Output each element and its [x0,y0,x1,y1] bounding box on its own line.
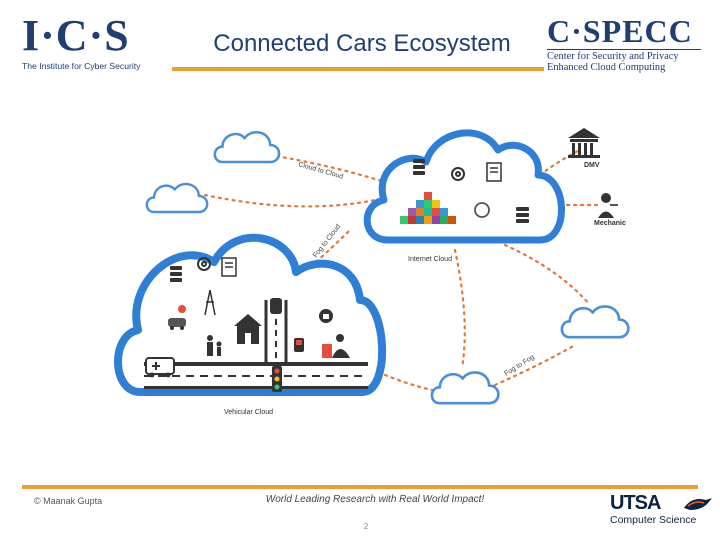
small-cloud-top-left [213,130,281,164]
link-vehicular-to-fog [383,373,434,392]
house-icon [234,314,262,344]
link-dmv [538,148,582,177]
parking-car-icon [168,305,186,330]
fuel-icon [294,338,304,352]
mechanic-label: Mechanic [594,220,626,227]
database-icon [516,207,529,223]
internet-cloud [363,129,565,244]
copyright-text: © Maanak Gupta [34,496,103,506]
dmv-icon [568,128,600,158]
cspecc-logo-mark: C·SPECC [547,13,693,49]
database-icon [170,266,182,282]
apps-icon [400,192,456,224]
gear-icon [451,167,465,181]
link-fog-to-fog [493,343,577,387]
document-icon [221,257,237,277]
small-cloud-right [560,305,630,339]
page-title: Connected Cars Ecosystem [213,30,511,57]
mechanic-icon [598,193,618,218]
cspecc-line2: Enhanced Cloud Computing [547,62,666,73]
page-number: 2 [363,522,369,531]
vehicular-cloud-label: Vehicular Cloud [224,409,273,416]
family-icon [207,335,222,356]
traffic-light-icon [272,366,282,392]
link-internet-to-fog [453,248,466,370]
construction-worker-icon [322,334,350,358]
ics-logo: I·C·S The Institute for Cyber Security [22,12,142,80]
link-cloud-to-cloud [268,153,387,184]
gear-icon [197,257,211,271]
fog-to-fog-label: Fog to Fog [503,354,536,378]
footer-rule [22,485,698,489]
car-top-icon [270,298,282,314]
vehicular-cloud [114,233,387,396]
signal-tower-icon [204,289,216,316]
ics-logo-subtitle: The Institute for Cyber Security [22,61,141,71]
lock-icon [319,309,333,323]
cspecc-line1: Center for Security and Privacy [547,51,679,62]
small-cloud-left [145,182,209,214]
utsa-logo-subtitle: Computer Science [610,514,697,526]
link-left-cloud [203,193,377,208]
small-cloud-bottom [430,371,500,405]
ambulance-icon [145,357,175,378]
title-underline [172,67,544,71]
utsa-logo: UTSA Computer Science [610,492,712,532]
document-icon [486,162,502,182]
sync-icon [474,202,490,218]
utsa-logo-mark: UTSA [610,492,661,514]
server-icon [413,159,425,175]
internet-cloud-label: Internet Cloud [408,256,452,263]
tagline: World Leading Research with Real World I… [265,494,485,505]
cspecc-divider [547,49,701,50]
roadrunner-icon [684,498,712,510]
dmv-label: DMV [584,162,600,169]
link-right-cloud [503,243,592,307]
road [144,300,368,389]
ics-logo-mark: I·C·S [22,11,130,60]
cspecc-logo: C·SPECC Center for Security and Privacy … [547,14,707,82]
